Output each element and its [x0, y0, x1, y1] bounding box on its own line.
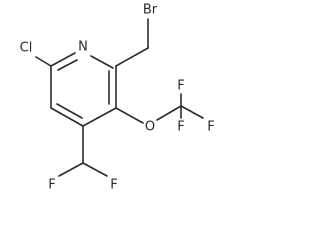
atom-label-n: N: [78, 40, 88, 55]
atom-label-f-chf2-right: F: [110, 178, 117, 193]
bond-c6-n: [50, 52, 76, 67]
bond-c3-o: [115, 107, 144, 124]
bond-c4-c5-inner: [56, 103, 83, 119]
bond-c3-c4: [82, 107, 117, 127]
atom-label-f-cf3-right: F: [207, 120, 214, 135]
atom-label-o: O: [145, 120, 155, 135]
bond-c4-c5: [50, 107, 84, 127]
bond-chf2-f-right: [82, 162, 108, 177]
bond-n-c2: [90, 55, 114, 69]
atom-label-br: Br: [143, 3, 158, 18]
bond-cf3-f-right: [180, 105, 204, 119]
bond-c6-n-inner: [57, 59, 78, 71]
atom-label-f-cf3-top: F: [177, 79, 184, 94]
bond-o-cf3: [156, 105, 182, 121]
atom-label-f-cf3-bottom: F: [177, 120, 184, 135]
bond-c2-ch2: [115, 47, 149, 67]
bond-c6-cl: [35, 56, 52, 67]
atom-label-cl: Cl: [20, 41, 33, 56]
atom-label-f-chf2-left: F: [48, 178, 55, 193]
bond-chf2-f-left: [58, 162, 84, 177]
molecule-structure: N Cl Br O F F F F F: [20, 3, 215, 193]
